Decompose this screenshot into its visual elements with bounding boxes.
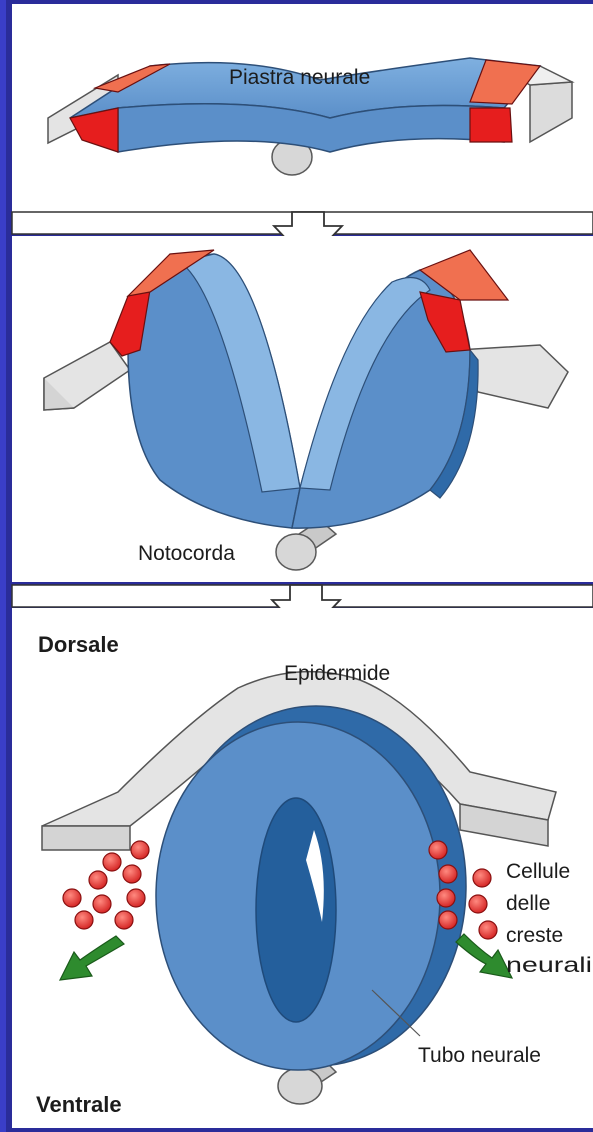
label-ventrale: Ventrale	[36, 1092, 122, 1117]
label-dorsale: Dorsale	[38, 632, 119, 657]
label-creste: creste	[506, 924, 563, 947]
label-tubo-neurale: Tubo neurale	[418, 1044, 541, 1067]
neural-crest-zone-right-top	[470, 108, 512, 142]
panel-neural-folding: Notocorda	[12, 236, 593, 582]
label-delle: delle	[506, 892, 550, 915]
panel-neural-tube: Dorsale Epidermide Cellule delle creste …	[12, 608, 593, 1128]
neural-tube-lumen	[256, 798, 336, 1022]
label-cellule: Cellule	[506, 860, 570, 883]
slide-edge-highlight	[0, 0, 6, 1132]
label-notocorda: Notocorda	[138, 542, 235, 565]
panel-neural-plate: Piastra neurale	[12, 4, 593, 212]
label-epidermide: Epidermide	[284, 662, 390, 685]
label-piastra-neurale: Piastra neurale	[229, 66, 370, 89]
label-neurali: neurali	[506, 954, 592, 977]
